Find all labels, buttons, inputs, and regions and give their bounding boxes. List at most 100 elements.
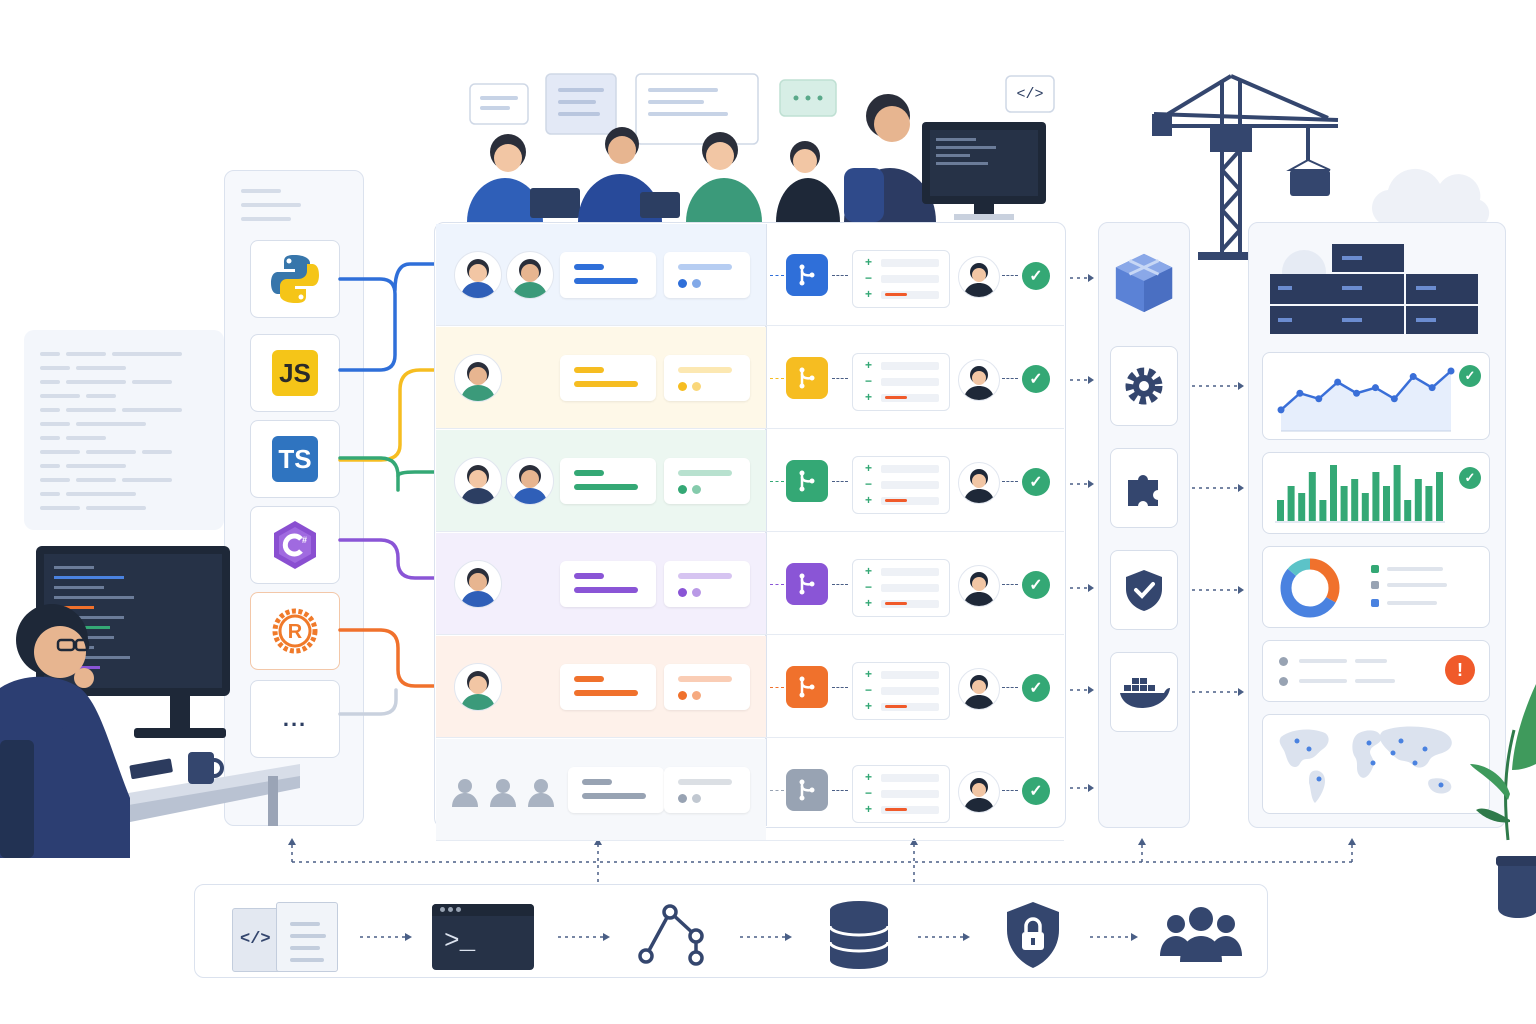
reviewer-avatar — [958, 668, 1000, 710]
pipeline-row-blue[interactable]: +−+✓ — [436, 224, 1064, 326]
workflow-step-code[interactable]: </> — [232, 902, 340, 974]
merge-request-icon[interactable] — [786, 357, 828, 399]
merge-request-icon[interactable] — [786, 460, 828, 502]
merge-request-icon[interactable] — [786, 666, 828, 708]
contributor-avatar — [454, 251, 502, 299]
task-card — [560, 561, 656, 607]
alert-icon: ! — [1445, 655, 1475, 685]
team-illustration — [467, 73, 1055, 222]
diff-symbol: + — [865, 255, 873, 269]
container-whale-icon — [1120, 678, 1170, 708]
team-icon[interactable] — [1158, 906, 1244, 964]
contributor-avatar — [454, 663, 502, 711]
diff-symbol: − — [865, 683, 873, 697]
git-branch-icon[interactable] — [636, 900, 708, 970]
bar — [1361, 493, 1369, 521]
svg-text:#: # — [302, 535, 307, 545]
contributor-avatar — [454, 560, 502, 608]
diff-symbol: + — [865, 802, 873, 816]
code-bubble: </> — [1016, 85, 1044, 103]
reviewer-avatar — [958, 359, 1000, 401]
success-check-icon: ✓ — [1022, 468, 1050, 496]
python-tile[interactable] — [250, 240, 340, 318]
pipeline-row-gray[interactable]: +−+✓ — [436, 739, 1064, 841]
task-card — [560, 355, 656, 401]
status-card — [664, 561, 750, 607]
bar — [1308, 472, 1316, 521]
line-point — [1277, 406, 1285, 414]
bar — [1414, 479, 1422, 521]
success-check-icon: ✓ — [1022, 777, 1050, 805]
csharp-tile[interactable]: # — [250, 506, 340, 584]
user-placeholder-icon — [528, 779, 554, 807]
merge-request-icon[interactable] — [786, 563, 828, 605]
donut-chart-card[interactable] — [1262, 546, 1490, 628]
line-chart-area — [1281, 371, 1451, 431]
diff-symbol: − — [865, 786, 873, 800]
chat-bubbles — [469, 73, 1055, 145]
line-point — [1334, 378, 1342, 386]
diff-symbol: + — [865, 564, 873, 578]
svg-text:R: R — [288, 621, 303, 643]
database-icon[interactable] — [828, 900, 890, 972]
typescript-tile[interactable]: TS — [250, 420, 340, 498]
package-tile[interactable] — [1110, 242, 1178, 322]
security-tile[interactable] — [1110, 550, 1178, 630]
world-map-card[interactable] — [1262, 714, 1490, 814]
bar — [1404, 500, 1412, 521]
diff-symbol: + — [865, 596, 873, 610]
lock-shield-icon[interactable] — [1004, 900, 1062, 970]
javascript-tile[interactable]: JS — [250, 334, 340, 412]
plugin-tile[interactable] — [1110, 448, 1178, 528]
typescript-icon: TS — [272, 436, 318, 482]
plant-illustration — [1470, 684, 1536, 918]
rust-icon: R — [272, 608, 318, 654]
terminal-icon: >_ — [444, 926, 476, 956]
task-card — [560, 664, 656, 710]
reviewer-avatar — [958, 771, 1000, 813]
pipeline-row-purple[interactable]: +−+✓ — [436, 533, 1064, 635]
user-placeholder-icon — [490, 779, 516, 807]
alert-list-card[interactable]: ! — [1262, 640, 1490, 702]
code-diff-card: +−+ — [852, 765, 950, 823]
code-diff-card: +−+ — [852, 559, 950, 617]
reviewer-avatar — [958, 256, 1000, 298]
diff-symbol: + — [865, 358, 873, 372]
task-card — [560, 252, 656, 298]
line-chart — [1277, 367, 1455, 432]
bar — [1351, 479, 1359, 521]
workflow-bar — [194, 884, 1268, 978]
rust-tile[interactable]: R — [250, 592, 340, 670]
merge-request-icon[interactable] — [786, 769, 828, 811]
contributor-avatar — [454, 457, 502, 505]
diff-symbol: + — [865, 493, 873, 507]
status-card — [664, 664, 750, 710]
user-placeholder-icon — [452, 779, 478, 807]
line-chart-card[interactable]: ✓ — [1262, 352, 1490, 440]
settings-tile[interactable] — [1110, 346, 1178, 426]
more-tile[interactable]: ... — [250, 680, 340, 758]
diff-symbol: − — [865, 477, 873, 491]
world-map — [1279, 726, 1452, 803]
pipeline-row-orange[interactable]: +−+✓ — [436, 636, 1064, 738]
status-card — [664, 767, 750, 813]
diff-symbol: + — [865, 287, 873, 301]
line-point — [1447, 367, 1455, 375]
bar-chart-card[interactable]: ✓ — [1262, 452, 1490, 534]
diff-symbol: − — [865, 374, 873, 388]
container-tile[interactable] — [1110, 652, 1178, 732]
merge-request-icon[interactable] — [786, 254, 828, 296]
bar — [1277, 500, 1284, 521]
diff-symbol: + — [865, 699, 873, 713]
line-point — [1390, 395, 1398, 403]
line-point — [1296, 389, 1304, 397]
developer-illustration — [0, 546, 300, 858]
bar — [1298, 493, 1306, 521]
task-card — [560, 458, 656, 504]
workflow-step-terminal[interactable]: >_ — [432, 904, 534, 970]
pipeline-row-yellow[interactable]: +−+✓ — [436, 327, 1064, 429]
task-card — [568, 767, 664, 813]
pipeline-row-green[interactable]: +−+✓ — [436, 430, 1064, 532]
bar — [1436, 472, 1443, 521]
